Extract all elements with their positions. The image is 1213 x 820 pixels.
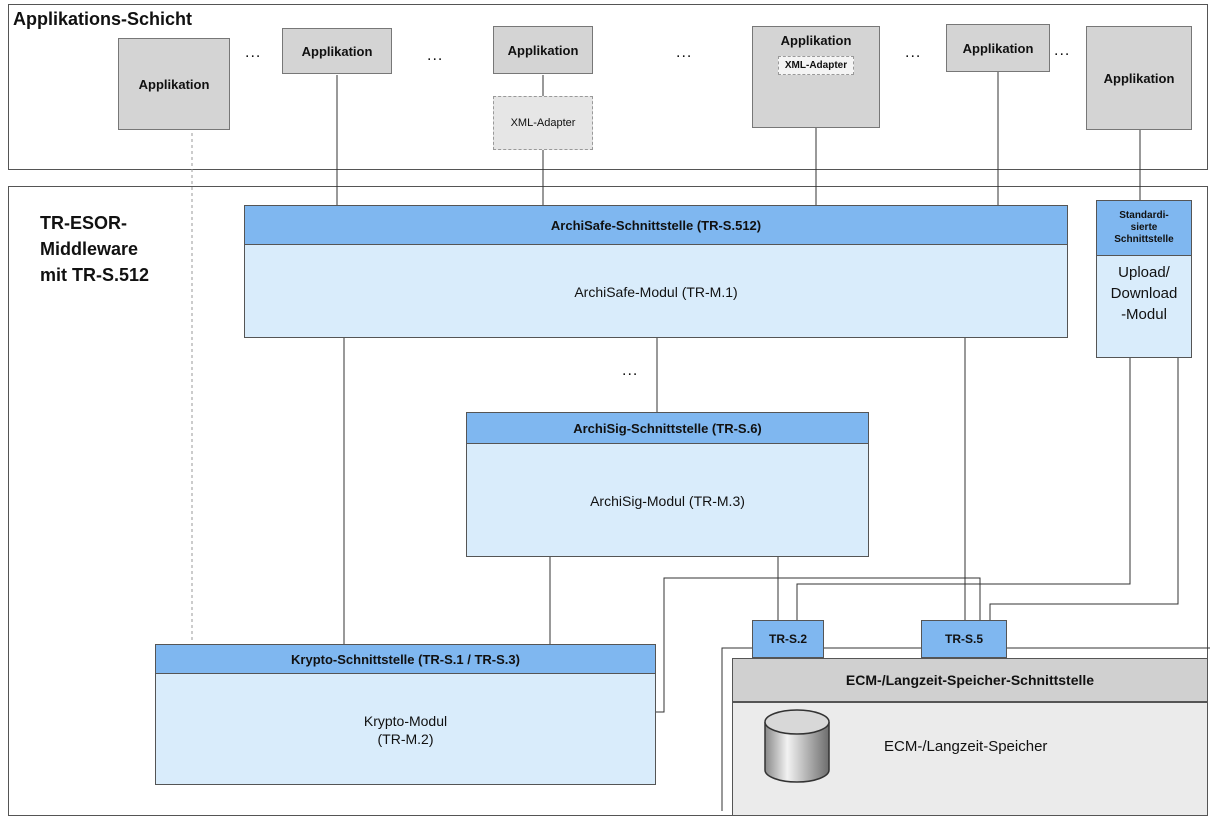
connector-upload-trs2: [796, 358, 1131, 620]
application-box-3[interactable]: Applikation: [493, 26, 593, 74]
krypto-module-l1: Krypto-Modul: [363, 713, 448, 729]
upload-download-l3: -Modul: [1121, 306, 1167, 323]
port-trs2[interactable]: TR-S.2: [752, 620, 824, 658]
middleware-title: TR-ESOR- Middleware mit TR-S.512: [40, 210, 149, 288]
xml-adapter-inner[interactable]: XML-Adapter: [777, 56, 855, 75]
ellipsis: ...: [427, 47, 444, 64]
standard-interface-l2: sierte: [1130, 222, 1158, 233]
ecm-storage-label: ECM-/Langzeit-Speicher: [884, 738, 1048, 755]
archisafe-interface[interactable]: ArchiSafe-Schnittstelle (TR-S.512): [245, 206, 1067, 245]
application-layer: Applikations-Schicht: [8, 4, 1208, 170]
application-label: Applikation: [138, 76, 210, 92]
database-icon: [764, 709, 830, 783]
application-box-4[interactable]: Applikation XML-Adapter: [752, 26, 880, 128]
upload-download-module[interactable]: Upload/ Download -Modul: [1097, 256, 1191, 358]
application-box-1[interactable]: Applikation: [118, 38, 230, 130]
archisafe-module[interactable]: ArchiSafe-Modul (TR-M.1): [574, 284, 738, 300]
middleware-title-line1: TR-ESOR-: [40, 213, 127, 233]
krypto-module[interactable]: Krypto-Modul (TR-M.2): [156, 674, 655, 786]
application-box-6[interactable]: Applikation: [1086, 26, 1192, 130]
standard-interface[interactable]: Standardi- sierte Schnittstelle: [1097, 201, 1191, 256]
standard-interface-l1: Standardi-: [1119, 210, 1169, 221]
ellipsis: ...: [676, 44, 693, 61]
upload-download-l1: Upload/: [1118, 264, 1170, 281]
archisig-module[interactable]: ArchiSig-Modul (TR-M.3): [590, 493, 745, 509]
middleware-title-line2: Middleware: [40, 239, 139, 259]
ellipsis: ...: [622, 362, 639, 379]
application-label: Applikation: [1103, 70, 1175, 86]
ecm-interface[interactable]: ECM-/Langzeit-Speicher-Schnittstelle: [732, 658, 1208, 702]
ecm-outer-frame: [721, 647, 1210, 811]
krypto-block: Krypto-Schnittstelle (TR-S.1 / TR-S.3) K…: [155, 644, 656, 785]
krypto-interface[interactable]: Krypto-Schnittstelle (TR-S.1 / TR-S.3): [156, 645, 655, 674]
standard-interface-l3: Schnittstelle: [1114, 234, 1174, 245]
application-layer-title: Applikations-Schicht: [13, 9, 193, 29]
archisig-interface[interactable]: ArchiSig-Schnittstelle (TR-S.6): [467, 413, 868, 444]
xml-adapter-box[interactable]: XML-Adapter: [493, 96, 593, 150]
ellipsis: ...: [1054, 42, 1071, 59]
ellipsis: ...: [245, 44, 262, 61]
connector-download-trs5: [989, 358, 1179, 620]
application-label: Applikation: [780, 33, 852, 48]
application-label: Applikation: [962, 40, 1034, 56]
application-box-2[interactable]: Applikation: [282, 28, 392, 74]
upload-download-block: Standardi- sierte Schnittstelle Upload/ …: [1096, 200, 1192, 358]
ellipsis: ...: [905, 44, 922, 61]
port-trs5[interactable]: TR-S.5: [921, 620, 1007, 658]
adapter-label: XML-Adapter: [510, 117, 576, 129]
application-label: Applikation: [301, 43, 373, 59]
application-box-5[interactable]: Applikation: [946, 24, 1050, 72]
middleware-layer: [8, 186, 1208, 816]
connector-krypto-trs5: [656, 577, 981, 713]
middleware-title-line3: mit TR-S.512: [40, 265, 150, 285]
application-label: Applikation: [507, 42, 579, 58]
upload-download-l2: Download: [1110, 285, 1178, 302]
archisafe-block: ArchiSafe-Schnittstelle (TR-S.512) Archi…: [244, 205, 1068, 338]
archisig-block: ArchiSig-Schnittstelle (TR-S.6) ArchiSig…: [466, 412, 869, 557]
krypto-module-l2: (TR-M.2): [377, 731, 434, 747]
